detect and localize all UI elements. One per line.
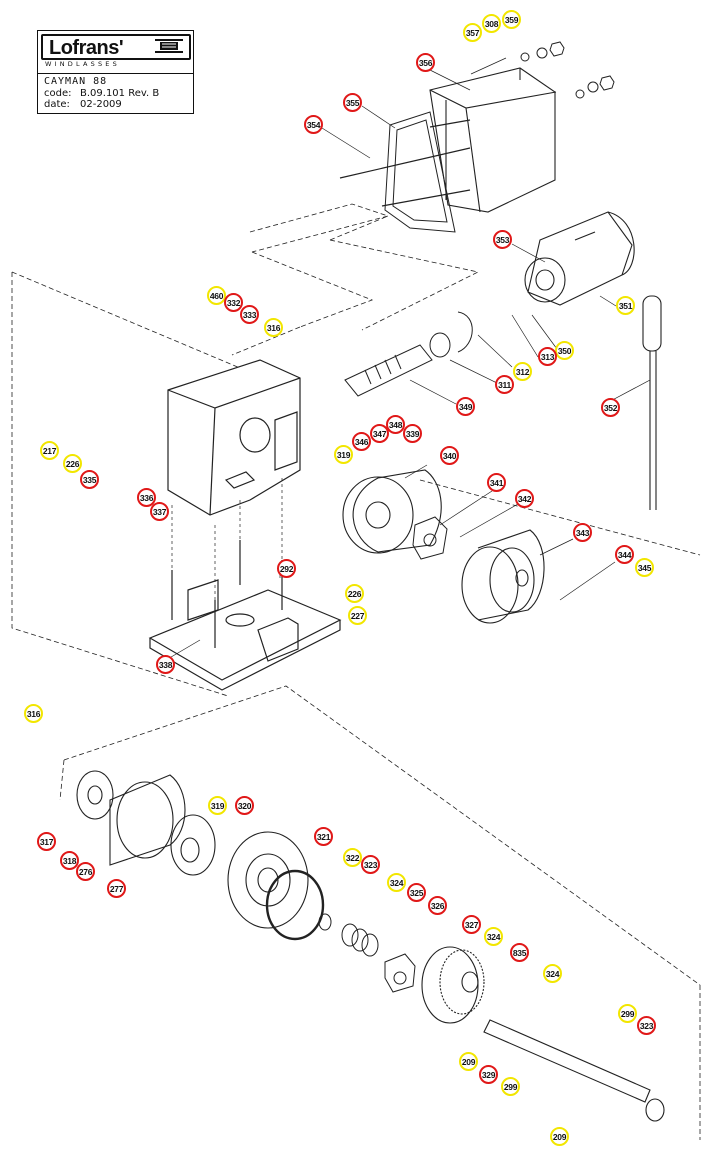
callout-313: 313 [538,347,557,366]
callout-460: 460 [207,286,226,305]
logo-row: Lofrans' WINDLASSES [38,31,193,74]
callout-351: 351 [616,296,635,315]
callout-226: 226 [345,584,364,603]
callout-312: 312 [513,362,532,381]
brand-name: Lofrans' [49,37,124,59]
callout-349: 349 [456,397,475,416]
code-value: B.09.101 Rev. B [80,88,160,99]
callout-344: 344 [615,545,634,564]
drum-cap [76,770,186,866]
lower-assembly-frame [59,685,701,1140]
base-plate [148,579,342,691]
callout-299: 299 [501,1077,520,1096]
cover-gasket [384,111,456,233]
callout-348: 348 [386,415,405,434]
callout-321: 321 [314,827,333,846]
callout-332: 332 [224,293,243,312]
callout-308: 308 [482,14,501,33]
callout-323: 323 [361,855,380,874]
callout-342: 342 [515,489,534,508]
callout-345: 345 [635,558,654,577]
main-shaft [483,1019,665,1122]
motor-cover [429,67,557,213]
callout-324: 324 [387,873,406,892]
clutch-cone [412,516,448,560]
callout-209: 209 [459,1052,478,1071]
callout-359: 359 [502,10,521,29]
callout-353: 353 [493,230,512,249]
o-ring [265,869,325,941]
date-value: 02-2009 [80,99,122,110]
callout-327: 327 [462,915,481,934]
upper-assembly-frame [11,203,701,697]
callout-320: 320 [235,796,254,815]
callout-341: 341 [487,473,506,492]
callout-226: 226 [63,454,82,473]
callout-277: 277 [107,879,126,898]
callout-326: 326 [428,896,447,915]
callout-333: 333 [240,305,259,324]
callout-336: 336 [137,488,156,507]
callout-324: 324 [543,964,562,983]
leader-lines [165,57,651,661]
brand-tagline: WINDLASSES [45,60,120,68]
callout-356: 356 [416,53,435,72]
callout-217: 217 [40,441,59,460]
callout-346: 346 [352,432,371,451]
bell-cover [170,814,216,876]
callout-352: 352 [601,398,620,417]
code-label: code: [44,88,72,99]
brand-logo: Lofrans' [41,34,191,60]
callout-311: 311 [495,375,514,394]
nuts-washers [520,41,615,99]
windlass-logo-icon [155,39,183,53]
callout-347: 347 [370,424,389,443]
callout-339: 339 [403,424,422,443]
callout-276: 276 [76,862,95,881]
callout-329: 329 [479,1065,498,1084]
callout-319: 319 [334,445,353,464]
gearbox-housing [167,359,301,516]
callout-209: 209 [550,1127,569,1146]
gear-wheel [421,946,485,1024]
callout-317: 317 [37,832,56,851]
callout-324: 324 [484,927,503,946]
coupling [384,953,416,993]
callout-323: 323 [637,1016,656,1035]
callout-319: 319 [208,796,227,815]
callout-292: 292 [277,559,296,578]
callout-227: 227 [348,606,367,625]
studs [339,119,471,207]
lever-handle [642,295,662,510]
callout-316: 316 [24,704,43,723]
callout-350: 350 [555,341,574,360]
seal-rings [318,913,379,957]
callout-322: 322 [343,848,362,867]
callout-299: 299 [618,1004,637,1023]
callout-343: 343 [573,523,592,542]
electric-motor [524,211,635,306]
callout-357: 357 [463,23,482,42]
callout-355: 355 [343,93,362,112]
date-label: date: [44,99,70,110]
worm-shaft [344,311,473,397]
callout-337: 337 [150,502,169,521]
callout-316: 316 [264,318,283,337]
callout-335: 335 [80,470,99,489]
title-block: Lofrans' WINDLASSES CAYMAN 88 code: B.09… [37,30,194,114]
callout-338: 338 [156,655,175,674]
warping-drum [461,529,545,624]
model-name: CAYMAN 88 [44,76,108,87]
callout-340: 340 [440,446,459,465]
callout-318: 318 [60,851,79,870]
callout-835: 835 [510,943,529,962]
callout-354: 354 [304,115,323,134]
callout-325: 325 [407,883,426,902]
chain-gypsy [342,469,442,554]
